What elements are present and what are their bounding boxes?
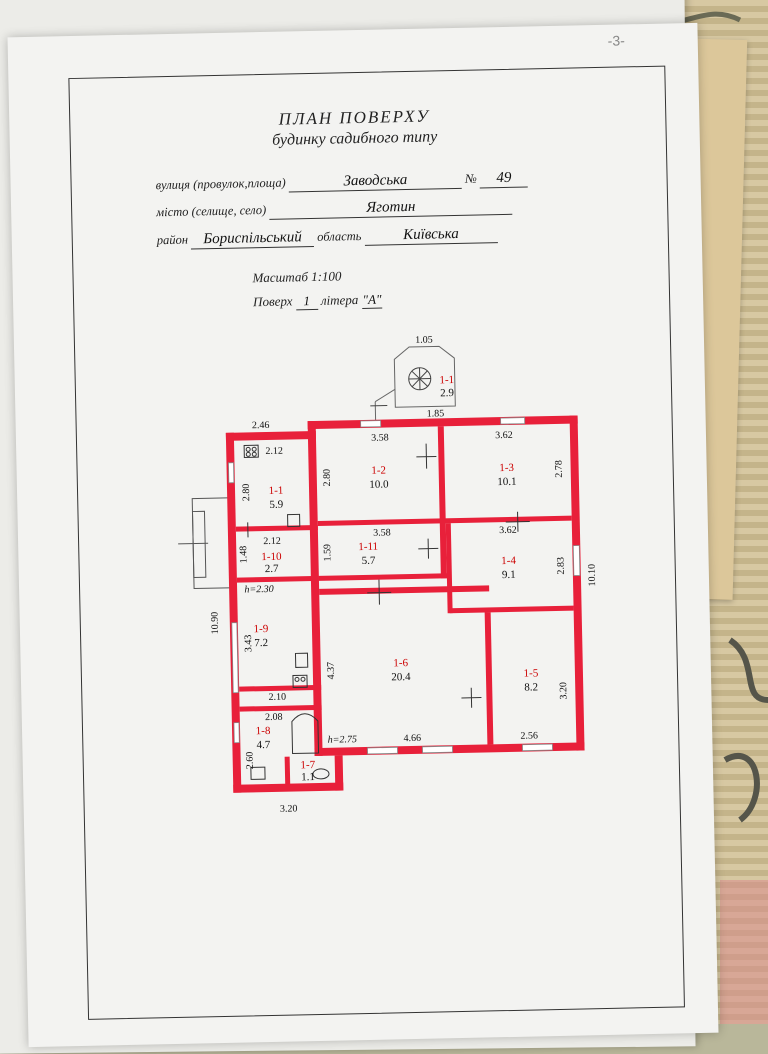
room-area: 7.2 — [254, 637, 268, 649]
dim-label: 2.80 — [241, 484, 252, 502]
room-id: 1-2 — [371, 465, 386, 477]
dim-label: 3.43 — [243, 635, 254, 653]
room-id: 1-7 — [300, 759, 315, 771]
dim-label: 1.48 — [238, 546, 249, 564]
room-area: 20.4 — [391, 671, 411, 683]
dim-label: 2.60 — [245, 752, 256, 770]
dim-label: 3.20 — [558, 682, 569, 700]
room-area: 10.1 — [497, 476, 516, 488]
dim-label: 2.10 — [269, 692, 287, 703]
dim-label: 2.12 — [263, 536, 281, 547]
dim-label: 1.05 — [415, 334, 433, 345]
dim-label: 3.62 — [495, 430, 513, 441]
dim-label: 2.83 — [556, 557, 567, 575]
room-area: 9.1 — [502, 569, 516, 581]
room-id: 1-1 — [439, 374, 454, 386]
dim-label: 10.90 — [210, 612, 221, 635]
windows — [228, 417, 584, 757]
dim-label: 10.10 — [587, 564, 598, 587]
dim-label: 3.58 — [373, 527, 391, 538]
room-area: 10.0 — [369, 478, 389, 490]
entrance-steps — [177, 498, 234, 589]
room-id: 1-5 — [523, 667, 538, 679]
dim-label: 2.46 — [252, 420, 270, 431]
ceiling-height-label: h=2.30 — [244, 584, 273, 596]
room-id: 1-8 — [256, 725, 271, 737]
dim-label: 1.85 — [427, 408, 445, 419]
room-area: 5.7 — [362, 555, 376, 567]
room-area: 1.1 — [301, 771, 315, 783]
room-id: 1-1 — [269, 485, 284, 497]
sink-icon — [295, 653, 307, 667]
room-id: 1-3 — [499, 462, 514, 474]
boiler-icon — [288, 514, 300, 526]
dim-label: 2.56 — [520, 730, 538, 741]
room-area: 2.9 — [440, 387, 454, 399]
floor-plan-sheet: -3- ПЛАН ПОВЕРХУ будинку садибного типу … — [7, 23, 718, 1047]
room-area: 5.9 — [269, 499, 283, 511]
toilet-icon — [313, 769, 329, 779]
dim-label: 3.58 — [371, 432, 389, 443]
ceiling-height-label: h=2.75 — [328, 734, 357, 746]
room-id: 1-4 — [501, 555, 516, 567]
room-area: 8.2 — [524, 681, 538, 693]
dim-label: 2.12 — [265, 446, 283, 457]
dim-label: 2.08 — [265, 712, 283, 723]
floor-plan: 1-1 5.9 1-2 10.0 1-3 10.1 1-4 9.1 1-5 8.… — [7, 23, 718, 1047]
room-area: 2.7 — [265, 563, 279, 575]
dim-label: 4.66 — [403, 733, 421, 744]
dim-label: 3.62 — [499, 525, 517, 536]
room-id: 1-9 — [253, 623, 268, 635]
room-id: 1-10 — [261, 551, 282, 563]
dim-label: 3.20 — [280, 803, 298, 814]
dim-label: 1.59 — [322, 544, 333, 562]
dim-label: 4.37 — [326, 662, 337, 680]
dim-label: 2.80 — [322, 469, 333, 487]
room-id: 1-11 — [358, 541, 378, 553]
dim-label: 2.78 — [553, 460, 564, 478]
room-id: 1-6 — [393, 657, 408, 669]
room-area: 4.7 — [256, 739, 270, 751]
